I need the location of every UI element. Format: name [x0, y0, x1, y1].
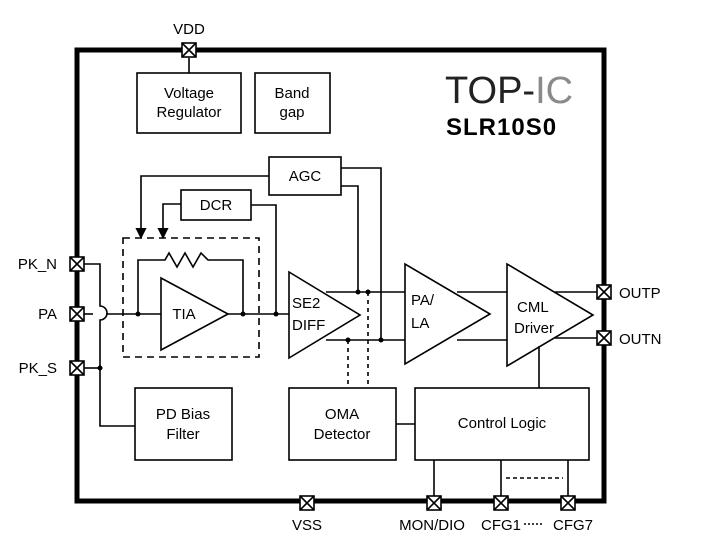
pin-vss — [299, 495, 315, 511]
pa-la-amplifier: PA/ LA — [404, 262, 492, 366]
svg-text:AGC: AGC — [289, 168, 322, 185]
cml-driver-amplifier: CML Driver — [506, 262, 595, 368]
pin-vdd — [181, 42, 197, 58]
agc-block: AGC — [268, 156, 342, 196]
band-gap-block: Band gap — [254, 72, 331, 134]
dcr-block: DCR — [180, 189, 252, 221]
brand-prefix: TOP- — [445, 70, 535, 112]
se2-diff-amplifier: SE2 DIFF — [288, 270, 362, 360]
svg-text:Voltage: Voltage — [164, 85, 214, 102]
voltage-regulator-block: Voltage Regulator — [136, 72, 242, 134]
pin-pa-label: PA — [38, 306, 57, 323]
svg-text:PD Bias: PD Bias — [156, 406, 210, 423]
pin-vdd-label: VDD — [173, 21, 205, 38]
pin-pa — [69, 306, 85, 322]
svg-text:Regulator: Regulator — [156, 104, 221, 121]
svg-text:DCR: DCR — [200, 197, 233, 214]
tia-enclosure — [122, 237, 260, 358]
tia-amplifier: TIA — [160, 276, 230, 352]
svg-text:DIFF: DIFF — [292, 317, 325, 334]
svg-text:Driver: Driver — [514, 320, 554, 337]
brand-logo: TOP-IC — [445, 70, 573, 112]
brand-suffix: IC — [535, 70, 573, 112]
svg-text:CML: CML — [517, 299, 549, 316]
pin-vss-label: VSS — [292, 517, 322, 534]
pin-pk-s — [69, 360, 85, 376]
svg-text:LA: LA — [411, 315, 429, 332]
svg-text:PA/: PA/ — [411, 292, 435, 309]
svg-text:SE2: SE2 — [292, 295, 320, 312]
pin-outn-label: OUTN — [619, 331, 662, 348]
svg-text:TIA: TIA — [172, 306, 195, 323]
pin-pk-n-label: PK_N — [18, 256, 57, 273]
pin-cfg1 — [493, 495, 509, 511]
pin-cfg7 — [560, 495, 576, 511]
svg-text:OMA: OMA — [325, 406, 359, 423]
pin-outp — [596, 284, 612, 300]
pin-mon-dio-label: MON/DIO — [399, 517, 465, 534]
svg-text:Control Logic: Control Logic — [458, 415, 547, 432]
oma-detector-block: OMA Detector — [288, 387, 397, 461]
feedback-resistor — [137, 251, 244, 314]
control-logic-block: Control Logic — [414, 387, 590, 461]
pin-pk-n — [69, 256, 85, 272]
pin-cfg1-label: CFG1 — [481, 517, 521, 534]
chip-outline — [74, 47, 607, 504]
svg-text:Detector: Detector — [314, 426, 371, 443]
pin-outp-label: OUTP — [619, 285, 661, 302]
pin-outn — [596, 330, 612, 346]
pin-cfg7-label: CFG7 — [553, 517, 593, 534]
pin-mon-dio — [426, 495, 442, 511]
pd-bias-filter-block: PD Bias Filter — [134, 387, 233, 461]
model-name: SLR10S0 — [446, 114, 557, 141]
svg-text:Filter: Filter — [166, 426, 199, 443]
svg-text:gap: gap — [279, 104, 304, 121]
pin-pk-s-label: PK_S — [19, 360, 57, 377]
svg-text:Band: Band — [274, 85, 309, 102]
